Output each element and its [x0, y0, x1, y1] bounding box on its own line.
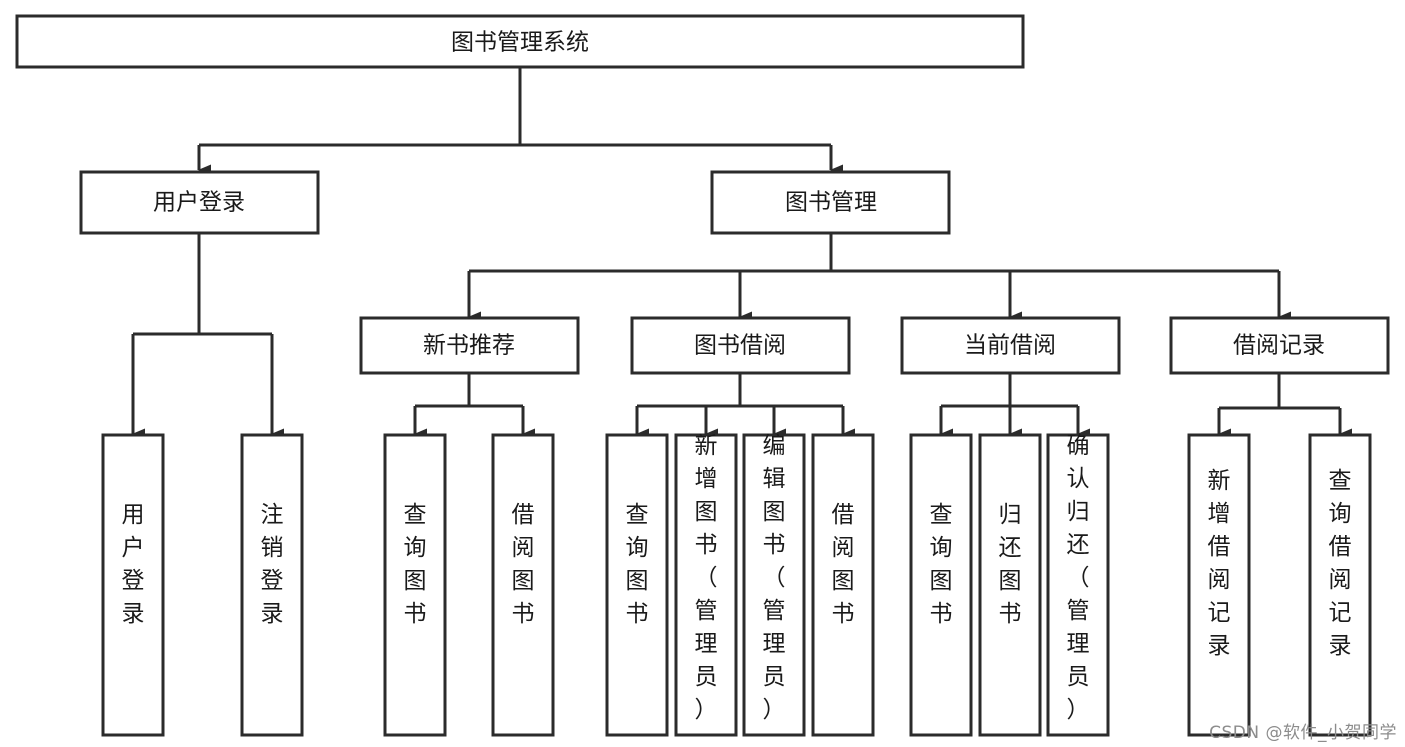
leaf-add-record-label: 新增借阅记录	[1208, 468, 1231, 659]
leaf-query-book-3-label: 查询图书	[930, 502, 953, 627]
leaf-query-record-label: 查询借阅记录	[1329, 468, 1352, 659]
node-user-login-label: 用户登录	[153, 190, 245, 216]
leaf-query-book-2[interactable]: 查询图书	[605, 433, 669, 737]
leaf-edit-book-label: 编辑图书（管理员）	[763, 433, 786, 723]
leaf-confirm-return-label: 确认归还（管理员）	[1067, 433, 1090, 723]
leaf-edit-book[interactable]: 编辑图书（管理员）	[742, 433, 806, 737]
connector-borrow-record-to-leaves	[1217, 373, 1352, 440]
leaf-confirm-return[interactable]: 确认归还（管理员）	[1046, 433, 1110, 737]
leaf-borrow-book-2-label: 借阅图书	[832, 502, 855, 627]
leaf-add-book[interactable]: 新增图书（管理员）	[674, 433, 738, 737]
connector-user-login-to-leaves	[131, 233, 284, 440]
leaf-user-login-label: 用户登录	[122, 502, 145, 627]
leaf-query-book-1[interactable]: 查询图书	[383, 433, 447, 737]
node-current-borrow-label: 当前借阅	[964, 333, 1056, 359]
leaf-logout-login-label: 注销登录	[261, 502, 284, 627]
leaf-user-login[interactable]: 用户登录	[101, 433, 165, 737]
node-current-borrow[interactable]: 当前借阅	[900, 316, 1121, 375]
leaf-borrow-book-1-label: 借阅图书	[512, 502, 535, 627]
node-book-manage-label: 图书管理	[785, 190, 877, 216]
leaf-return-book[interactable]: 归还图书	[978, 433, 1042, 737]
connector-root-to-level2	[197, 67, 843, 176]
node-book-borrow[interactable]: 图书借阅	[630, 316, 851, 375]
connector-current-borrow-to-leaves	[939, 373, 1090, 440]
node-user-login[interactable]: 用户登录	[79, 170, 320, 235]
node-book-borrow-label: 图书借阅	[694, 333, 786, 359]
node-new-book-rec-label: 新书推荐	[423, 333, 515, 359]
connector-new-book-rec-to-leaves	[413, 373, 535, 440]
leaf-borrow-book-2[interactable]: 借阅图书	[811, 433, 875, 737]
csdn-watermark: CSDN @软件_小贺同学	[1209, 723, 1397, 743]
leaf-borrow-book-1[interactable]: 借阅图书	[491, 433, 555, 737]
leaf-query-book-3[interactable]: 查询图书	[909, 433, 973, 737]
leaf-query-record[interactable]: 查询借阅记录	[1308, 433, 1372, 737]
leaf-logout-login[interactable]: 注销登录	[240, 433, 304, 737]
leaf-add-record[interactable]: 新增借阅记录	[1187, 433, 1251, 737]
leaf-query-book-2-label: 查询图书	[626, 502, 649, 627]
node-borrow-record-label: 借阅记录	[1233, 333, 1325, 359]
node-book-manage[interactable]: 图书管理	[710, 170, 951, 235]
node-root-label: 图书管理系统	[451, 30, 589, 56]
leaf-add-book-label: 新增图书（管理员）	[695, 433, 718, 723]
leaf-query-book-1-label: 查询图书	[404, 502, 427, 627]
connector-book-borrow-to-leaves	[635, 373, 855, 440]
leaf-return-book-label: 归还图书	[999, 502, 1022, 627]
node-new-book-rec[interactable]: 新书推荐	[359, 316, 580, 375]
node-root[interactable]: 图书管理系统	[15, 14, 1025, 69]
node-borrow-record[interactable]: 借阅记录	[1169, 316, 1390, 375]
connector-book-manage-to-level3	[467, 233, 1291, 323]
